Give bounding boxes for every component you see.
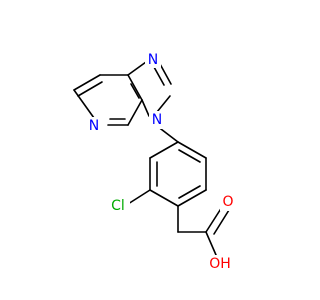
bond <box>156 95 171 113</box>
atom-label-nitrogen-substituted: N <box>152 112 162 128</box>
bond <box>77 81 103 97</box>
bond <box>73 74 101 91</box>
bond <box>127 74 143 101</box>
bond <box>73 89 95 119</box>
bond <box>205 206 223 233</box>
atom-label-hydroxyl: OH <box>209 256 231 272</box>
bond <box>141 99 150 117</box>
atom-label-oxygen-carbonyl: O <box>222 194 233 210</box>
bond <box>177 141 207 159</box>
bond <box>159 63 172 85</box>
bond <box>178 149 201 163</box>
bond <box>130 83 140 99</box>
bond <box>213 209 230 235</box>
atom-label-chlorine: Cl <box>111 198 125 214</box>
structure-canvas: N N N Cl O OH <box>73 50 236 273</box>
atom-labels: N N N Cl O OH <box>86 50 236 273</box>
bond <box>127 99 143 126</box>
atom-label-nitrogen-pyridine: N <box>89 118 99 134</box>
bond <box>177 189 207 207</box>
bond <box>178 185 201 199</box>
bond <box>153 66 165 86</box>
bonds <box>73 61 230 256</box>
atom-label-nitrogen-imidazole: N <box>148 52 158 68</box>
bond <box>149 189 179 207</box>
bond <box>127 189 151 205</box>
bond <box>205 231 217 256</box>
bond <box>149 141 179 159</box>
bond <box>127 61 147 76</box>
molecule-diagram: N N N Cl O OH <box>73 50 236 273</box>
